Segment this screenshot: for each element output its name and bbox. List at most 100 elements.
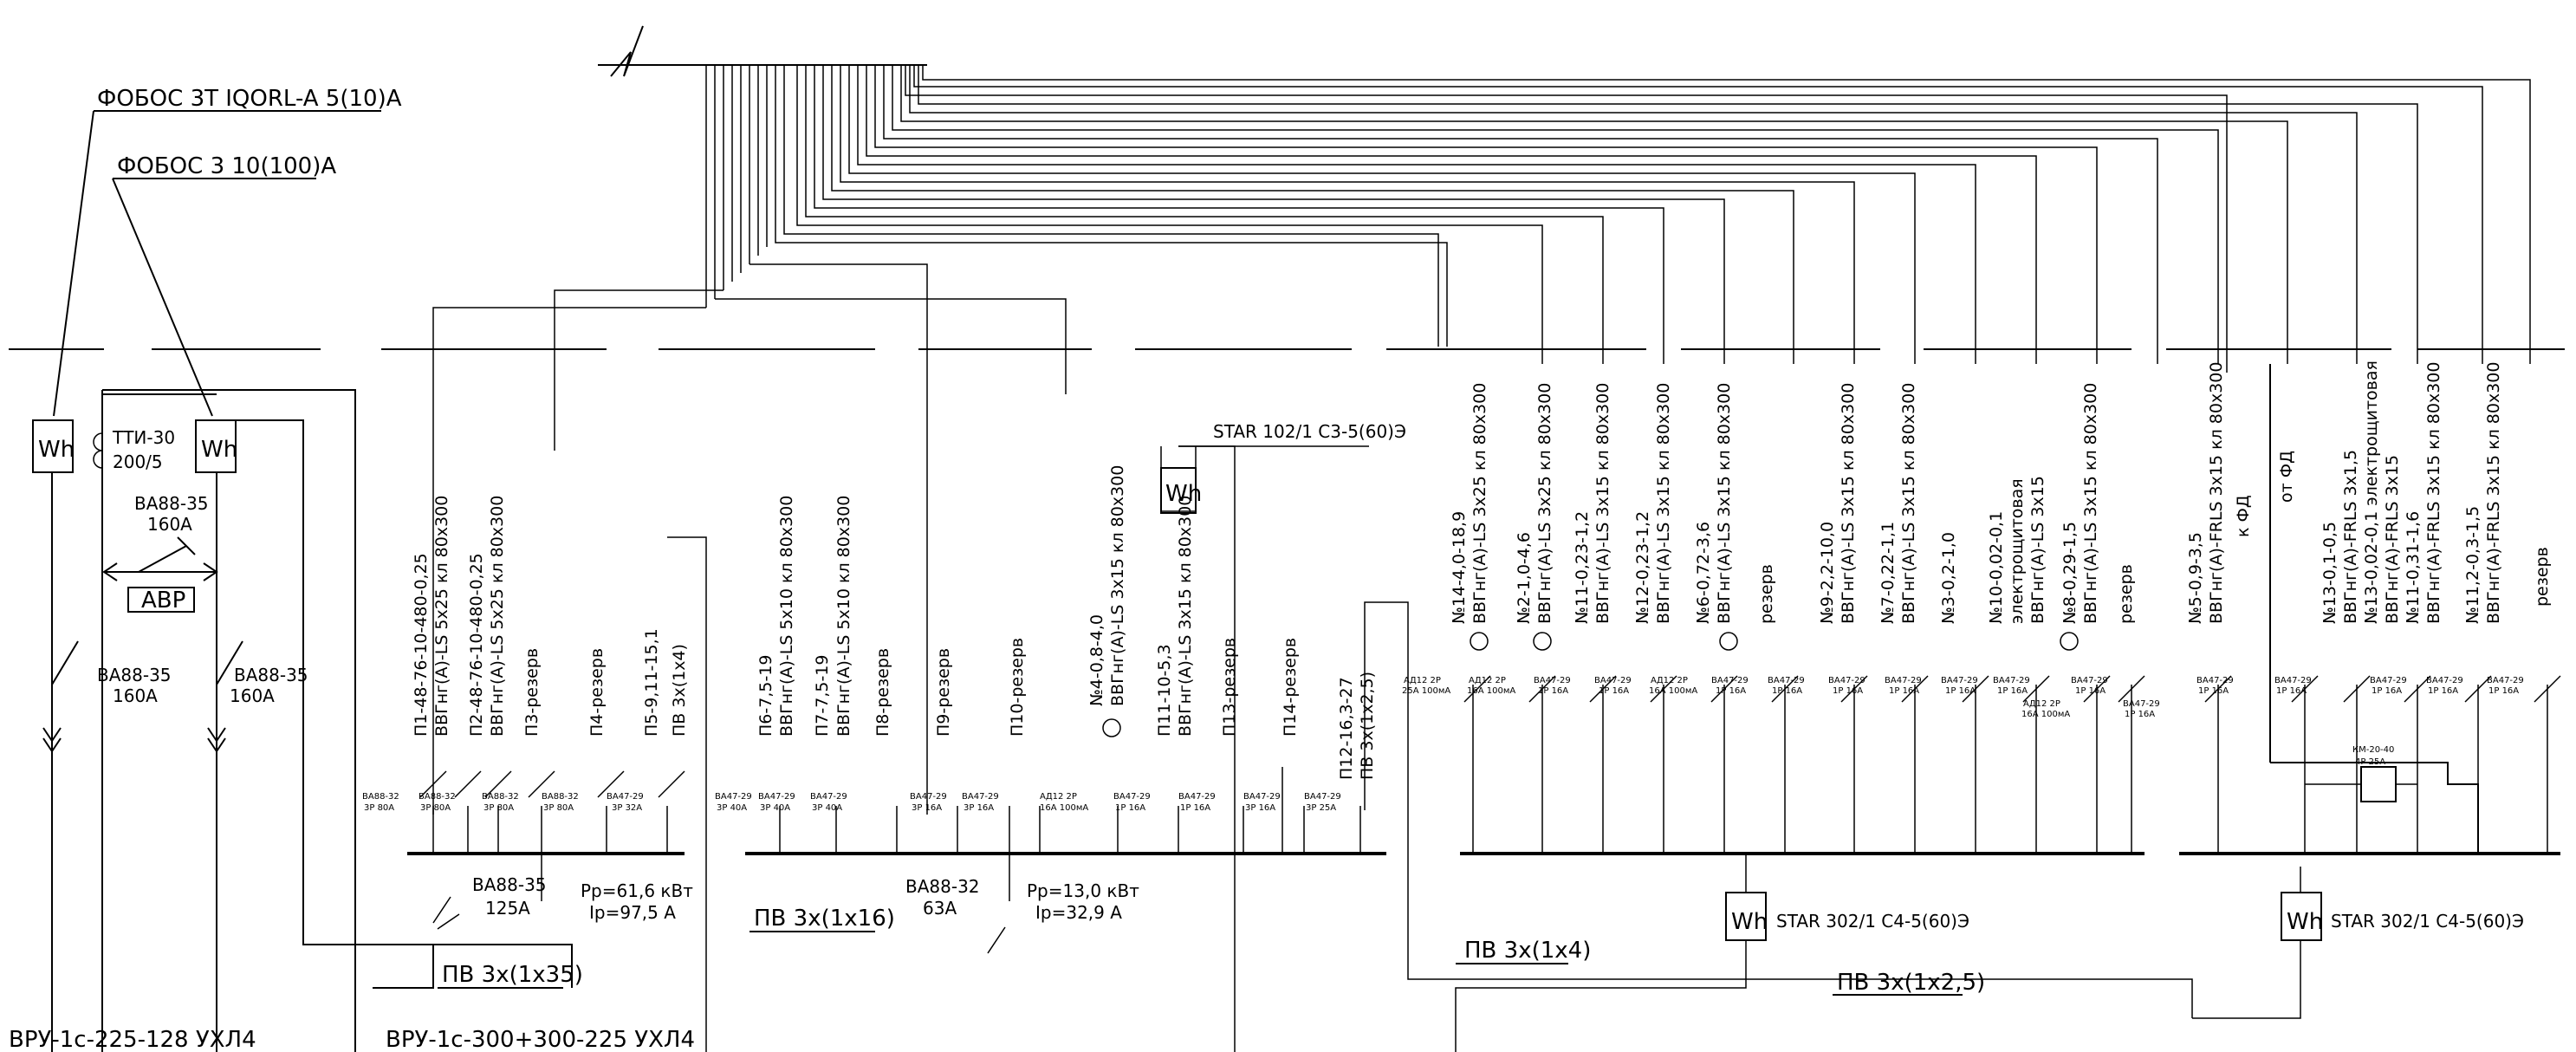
cable-p6: ВВГнг(А)-LS 5х10 кл 80х300 bbox=[777, 496, 796, 737]
group-1-breaker-rating: 125А bbox=[485, 898, 530, 919]
cable-n13-room: ВВГнг(А)-FRLS 3х15 bbox=[2383, 455, 2402, 624]
breaker-g2-3: ВА47-29 bbox=[810, 792, 847, 802]
group-1-power: Рр=61,6 кВт bbox=[581, 880, 693, 901]
breaker-1-rating: 160А bbox=[113, 685, 158, 706]
feeder-n9: №9-2,2-10,0 bbox=[1818, 522, 1837, 624]
meter-label-fobos-3t: ФОБОС 3Т IQORL-A 5(10)А bbox=[97, 86, 402, 112]
breaker-g3-8: ВА47-29 bbox=[1828, 676, 1865, 685]
feeder-n3: №3-0,2-1,0 bbox=[1939, 532, 1958, 624]
feeder-n10-room: электрощитовая bbox=[2008, 478, 2027, 624]
breaker-g2-7-rating: 1Р 16А bbox=[1180, 803, 1210, 813]
breaker-g4-3: ВА47-29 bbox=[2370, 676, 2407, 685]
breaker-g4-4: ВА47-29 bbox=[2426, 676, 2463, 685]
breaker-g4-2-rating: 1Р 16А bbox=[2276, 686, 2307, 696]
feeder-n12: №12-0,23-1,2 bbox=[1633, 511, 1652, 624]
contactor-rating: 4Р 25А bbox=[2355, 757, 2385, 767]
breaker-g3-2-rating: 16А 100мА bbox=[1467, 686, 1515, 696]
feeder-n8: №8-0,29-1,5 bbox=[2060, 522, 2080, 624]
to-fd-label: к ФД bbox=[2234, 495, 2253, 537]
breaker-g1-4: ВА88-32 bbox=[542, 792, 579, 802]
breaker-g4-5: ВА47-29 bbox=[2487, 676, 2524, 685]
breaker-g4-1: ВА47-29 bbox=[2196, 676, 2234, 685]
breaker-g2-8-rating: 3Р 16А bbox=[1245, 803, 1275, 813]
breaker-g3-1-rating: 25А 100мА bbox=[1402, 686, 1450, 696]
feeder-n13-room: №13-0,02-0,1 электрощитовая bbox=[2362, 360, 2381, 624]
group-1-current: Iр=97,5 А bbox=[589, 902, 676, 923]
cable-n14: ВВГнг(А)-LS 3х25 кл 80х300 bbox=[1470, 383, 1489, 624]
feeder-n14: №14-4,0-18,9 bbox=[1450, 511, 1469, 624]
feeder-reserve-1: резерв bbox=[1757, 564, 1776, 624]
feeder-p13: П13-резерв bbox=[1220, 638, 1239, 737]
group-1-breaker: ВА88-35 bbox=[472, 874, 547, 895]
cable-n6: ВВГнг(А)-LS 3х15 кл 80х300 bbox=[1715, 383, 1734, 624]
breaker-g3-7-rating: 1Р 16А bbox=[1772, 686, 1802, 696]
breaker-g2-4: ВА47-29 bbox=[910, 792, 947, 802]
group-3-power: Wh STAR 302/1 С4-5(60)Э ПВ 3х(1х4) ПВ 3х… bbox=[1402, 383, 2160, 1052]
meter-star-302-wh-2: Wh bbox=[2287, 909, 2323, 935]
breaker-1-label: ВА88-35 bbox=[97, 665, 172, 685]
group-2-current: Iр=32,9 А bbox=[1035, 902, 1122, 923]
breaker-g1-3-rating: 3Р 80А bbox=[483, 803, 514, 813]
breaker-2-rating: 160А bbox=[230, 685, 275, 706]
feeder-n5: №5-0,9-3,5 bbox=[2186, 532, 2205, 624]
main-breaker-label: ВА88-35 bbox=[134, 493, 209, 514]
feeder-p1: П1-48-76-10-480-0,25 bbox=[412, 553, 431, 737]
breaker-g3-10: ВА47-29 bbox=[1941, 676, 1978, 685]
current-transformer-label: ТТИ-30 bbox=[112, 427, 175, 448]
breaker-g2-9: ВА47-29 bbox=[1304, 792, 1341, 802]
main-breaker-rating: 160А bbox=[147, 514, 192, 535]
feeder-p7: П7-7,5-19 bbox=[813, 655, 832, 737]
group-2-power: Рр=13,0 кВт bbox=[1027, 880, 1139, 901]
feeder-n4: №4-0,8-4,0 bbox=[1087, 614, 1106, 706]
breaker-g3-12: АД12 2Р bbox=[2023, 699, 2060, 709]
breaker-g1-2-rating: 3Р 80А bbox=[420, 803, 451, 813]
breaker-g1-1: ВА88-32 bbox=[362, 792, 399, 802]
breaker-g2-3-rating: 3Р 40А bbox=[812, 803, 842, 813]
breaker-g1-5-rating: 3Р 32А bbox=[612, 803, 642, 813]
breaker-g3-13-rating: 1Р 16А bbox=[2075, 686, 2106, 696]
breaker-g1-4-rating: 3Р 80А bbox=[543, 803, 574, 813]
cable-p7: ВВГнг(А)-LS 5х10 кл 80х300 bbox=[834, 496, 853, 737]
breaker-g3-2: АД12 2Р bbox=[1469, 676, 1506, 685]
group-1-lighting: П1-48-76-10-480-0,25 ВВГнг(А)-LS 5х25 кл… bbox=[362, 496, 707, 1052]
meter-star-302-label-1: STAR 302/1 С4-5(60)Э bbox=[1776, 911, 1969, 932]
feeder-n13: №13-0,1-0,5 bbox=[2320, 522, 2339, 624]
vru-2-label: ВРУ-1с-300+300-225 УХЛ4 bbox=[386, 1027, 695, 1052]
cable-n5: ВВГнг(А)-FRLS 3х15 кл 80х300 bbox=[2207, 362, 2226, 624]
breaker-g3-6: ВА47-29 bbox=[1711, 676, 1749, 685]
breaker-g4-3-rating: 1Р 16А bbox=[2372, 686, 2402, 696]
feeder-p4: П4-резерв bbox=[587, 648, 607, 737]
contactor-label: КМ-20-40 bbox=[2352, 745, 2394, 755]
group-2-breaker: ВА88-32 bbox=[905, 876, 980, 897]
cable-n11-2: ВВГнг(А)-FRLS 3х15 кл 80х300 bbox=[2484, 362, 2503, 624]
breaker-g3-11-rating: 1Р 16А bbox=[1997, 686, 2028, 696]
breaker-g3-4: ВА47-29 bbox=[1594, 676, 1632, 685]
breaker-g1-2: ВА88-32 bbox=[419, 792, 456, 802]
meter-star-102-wh: Wh bbox=[1165, 481, 1202, 507]
breaker-g1-3: ВА88-32 bbox=[482, 792, 519, 802]
feeder-n10: №10-0,02-0,1 bbox=[1987, 511, 2006, 624]
group-3-cable-a: ПВ 3х(1х4) bbox=[1464, 938, 1591, 964]
cable-n2: ВВГнг(А)-LS 3х25 кл 80х300 bbox=[1535, 383, 1554, 624]
meter-label-fobos-3: ФОБОС 3 10(100)А bbox=[117, 153, 336, 179]
vru-1-label: ВРУ-1с-225-128 УХЛ4 bbox=[9, 1027, 256, 1052]
feeder-p11: П11-10-5,3 bbox=[1155, 644, 1174, 737]
cable-n11: ВВГнг(А)-LS 3х15 кл 80х300 bbox=[1593, 383, 1612, 624]
breaker-g2-5-rating: 3Р 16А bbox=[964, 803, 994, 813]
from-fd-label: от ФД bbox=[2277, 451, 2296, 503]
feeder-p8: П8-резерв bbox=[873, 648, 892, 737]
meter-star-302-label-2: STAR 302/1 С4-5(60)Э bbox=[2331, 911, 2524, 932]
breaker-g1-5: ВА47-29 bbox=[607, 792, 644, 802]
breaker-g4-5-rating: 1Р 16А bbox=[2488, 686, 2519, 696]
breaker-g4-2: ВА47-29 bbox=[2274, 676, 2312, 685]
cable-p2: ВВГнг(А)-LS 5х25 кл 80х300 bbox=[488, 496, 507, 737]
cable-p1: ВВГнг(А)-LS 5х25 кл 80х300 bbox=[432, 496, 451, 737]
cable-p5: ПВ 3х(1х4) bbox=[670, 644, 689, 737]
breaker-g2-8: ВА47-29 bbox=[1243, 792, 1281, 802]
breaker-g3-5-rating: 16А 100мА bbox=[1649, 686, 1697, 696]
breaker-g2-2-rating: 3Р 40А bbox=[760, 803, 790, 813]
breaker-g2-rcd: АД12 2Р bbox=[1040, 792, 1077, 802]
breaker-g3-6-rating: 1Р 16А bbox=[1716, 686, 1746, 696]
cable-n11-1: ВВГнг(А)-FRLS 3х15 кл 80х300 bbox=[2424, 362, 2443, 624]
